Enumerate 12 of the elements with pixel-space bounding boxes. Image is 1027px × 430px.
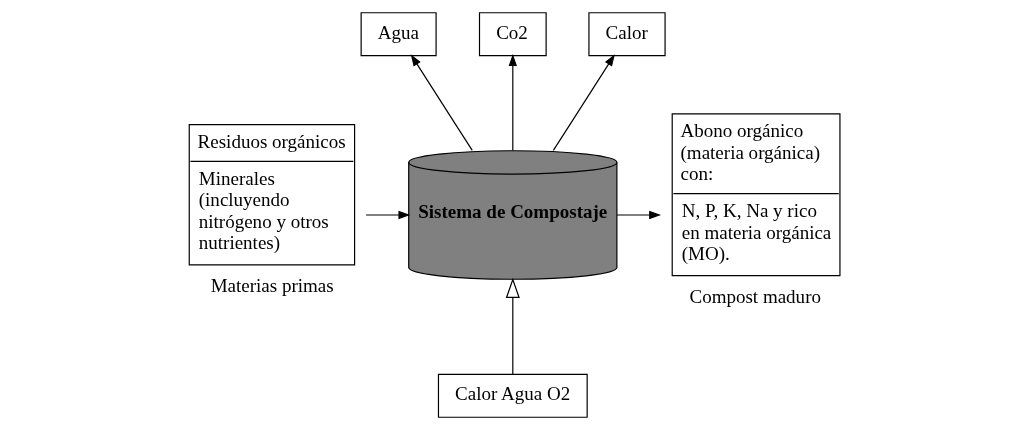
node-label: Materias primas [210,275,334,297]
node-label: Compost maduro [688,285,821,307]
arrow [508,54,517,152]
node-box: Agua [360,12,437,57]
arrow [365,210,410,220]
node-box: Calor [587,12,666,57]
arrow [505,277,520,375]
arrow [552,54,615,152]
node-box: Co2 [478,12,547,57]
node-box: Calor Agua O2 [437,373,588,418]
arrow [410,54,473,152]
arrow [616,210,661,220]
